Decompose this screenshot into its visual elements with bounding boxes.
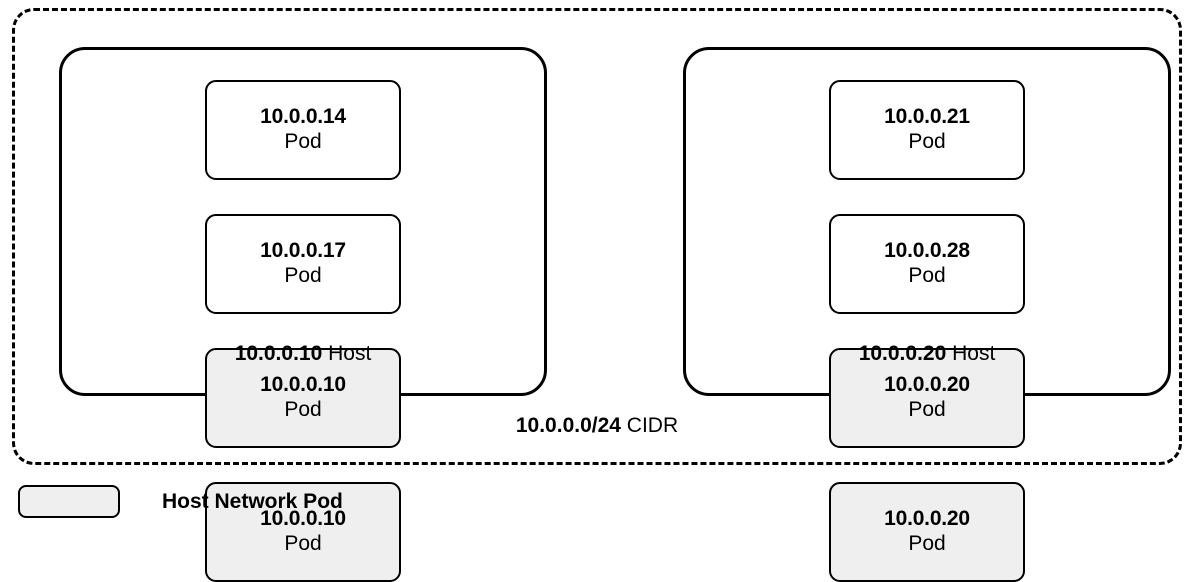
- pod-role: Pod: [908, 264, 946, 287]
- pod-ip: 10.0.0.28: [884, 239, 970, 263]
- pod-role: Pod: [908, 398, 946, 421]
- pod-ip: 10.0.0.21: [884, 105, 970, 129]
- pod-box[interactable]: 10.0.0.28 Pod: [829, 214, 1025, 314]
- pod-role: Pod: [284, 264, 322, 287]
- pod-ip: 10.0.0.17: [260, 239, 346, 263]
- pod-grid-host-2: 10.0.0.21 Pod 10.0.0.28 Pod 10.0.0.20 Po…: [716, 80, 1138, 582]
- pod-ip: 10.0.0.20: [884, 507, 970, 531]
- pod-box[interactable]: 10.0.0.21 Pod: [829, 80, 1025, 180]
- cidr-caption: 10.0.0.0/24 CIDR: [15, 413, 1179, 438]
- legend-swatch-host-network-pod: [18, 485, 120, 518]
- pod-box-host-network[interactable]: 10.0.0.10 Pod: [205, 348, 401, 448]
- pod-role: Pod: [284, 532, 322, 555]
- host-caption: 10.0.0.20 Host: [686, 341, 1168, 366]
- pod-grid-host-1: 10.0.0.14 Pod 10.0.0.17 Pod 10.0.0.10 Po…: [92, 80, 514, 582]
- host-ip: 10.0.0.10: [234, 341, 323, 365]
- pod-box-host-network[interactable]: 10.0.0.20 Pod: [829, 482, 1025, 582]
- pod-role: Pod: [908, 130, 946, 153]
- diagram-canvas: 10.0.0.14 Pod 10.0.0.17 Pod 10.0.0.10 Po…: [12, 8, 1182, 582]
- pod-role: Pod: [284, 398, 322, 421]
- host-kind-label: Host: [952, 341, 996, 365]
- host-ip: 10.0.0.20: [858, 341, 947, 365]
- pod-ip: 10.0.0.10: [260, 507, 346, 531]
- pod-box[interactable]: 10.0.0.14 Pod: [205, 80, 401, 180]
- cidr-kind-label: CIDR: [626, 413, 679, 437]
- host-caption: 10.0.0.10 Host: [62, 341, 544, 366]
- cidr-ip: 10.0.0.0/24: [515, 413, 621, 437]
- legend: Host Network Pod: [18, 485, 343, 518]
- pod-role: Pod: [284, 130, 322, 153]
- cidr-region: 10.0.0.14 Pod 10.0.0.17 Pod 10.0.0.10 Po…: [12, 8, 1182, 582]
- pod-ip: 10.0.0.10: [260, 373, 346, 397]
- pod-ip: 10.0.0.14: [260, 105, 346, 129]
- host-box-1: 10.0.0.14 Pod 10.0.0.17 Pod 10.0.0.10 Po…: [59, 47, 547, 582]
- host-kind-label: Host: [328, 341, 372, 365]
- legend-label-host-network-pod: Host Network Pod: [162, 489, 343, 513]
- host-box-2: 10.0.0.21 Pod 10.0.0.28 Pod 10.0.0.20 Po…: [683, 47, 1171, 582]
- pod-box-host-network[interactable]: 10.0.0.20 Pod: [829, 348, 1025, 448]
- pod-box[interactable]: 10.0.0.17 Pod: [205, 214, 401, 314]
- pod-ip: 10.0.0.20: [884, 373, 970, 397]
- pod-role: Pod: [908, 532, 946, 555]
